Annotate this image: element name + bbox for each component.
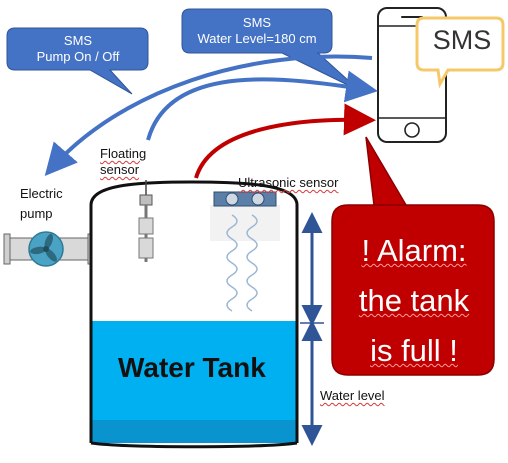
sms-level-bubble (181, 8, 361, 92)
alarm-callout (331, 136, 495, 376)
ultrasonic-sensor-icon (213, 191, 277, 207)
arrow-alarm-to-phone (194, 103, 376, 179)
sms-callout (415, 16, 505, 89)
electric-pump-icon (3, 231, 95, 267)
electric-pump-label: Electric pump (20, 186, 63, 221)
ultrasonic-beams (210, 205, 280, 312)
floating-sensor-icon (138, 180, 154, 262)
arrow-sensor-to-phone (146, 70, 378, 141)
sms-level-text: SMS Water Level=180 cm (197, 15, 317, 46)
alarm-text: ! Alarm: the tank is full ! (358, 233, 470, 368)
sms-pump-text: SMS Pump On / Off (36, 33, 120, 64)
sms-pump-bubble (6, 27, 149, 95)
phone-sms-label: SMS (432, 25, 492, 55)
water-level-label: Water level (320, 388, 385, 403)
water-tank-title: Water Tank (118, 352, 266, 383)
ultrasonic-sensor-label: Ultrasonic sensor (238, 175, 339, 190)
level-dimension-arrows (300, 212, 324, 446)
water-tank (89, 180, 299, 449)
arrow-to-pump (44, 54, 373, 177)
floating-sensor-label: Floating sensor (100, 146, 147, 177)
